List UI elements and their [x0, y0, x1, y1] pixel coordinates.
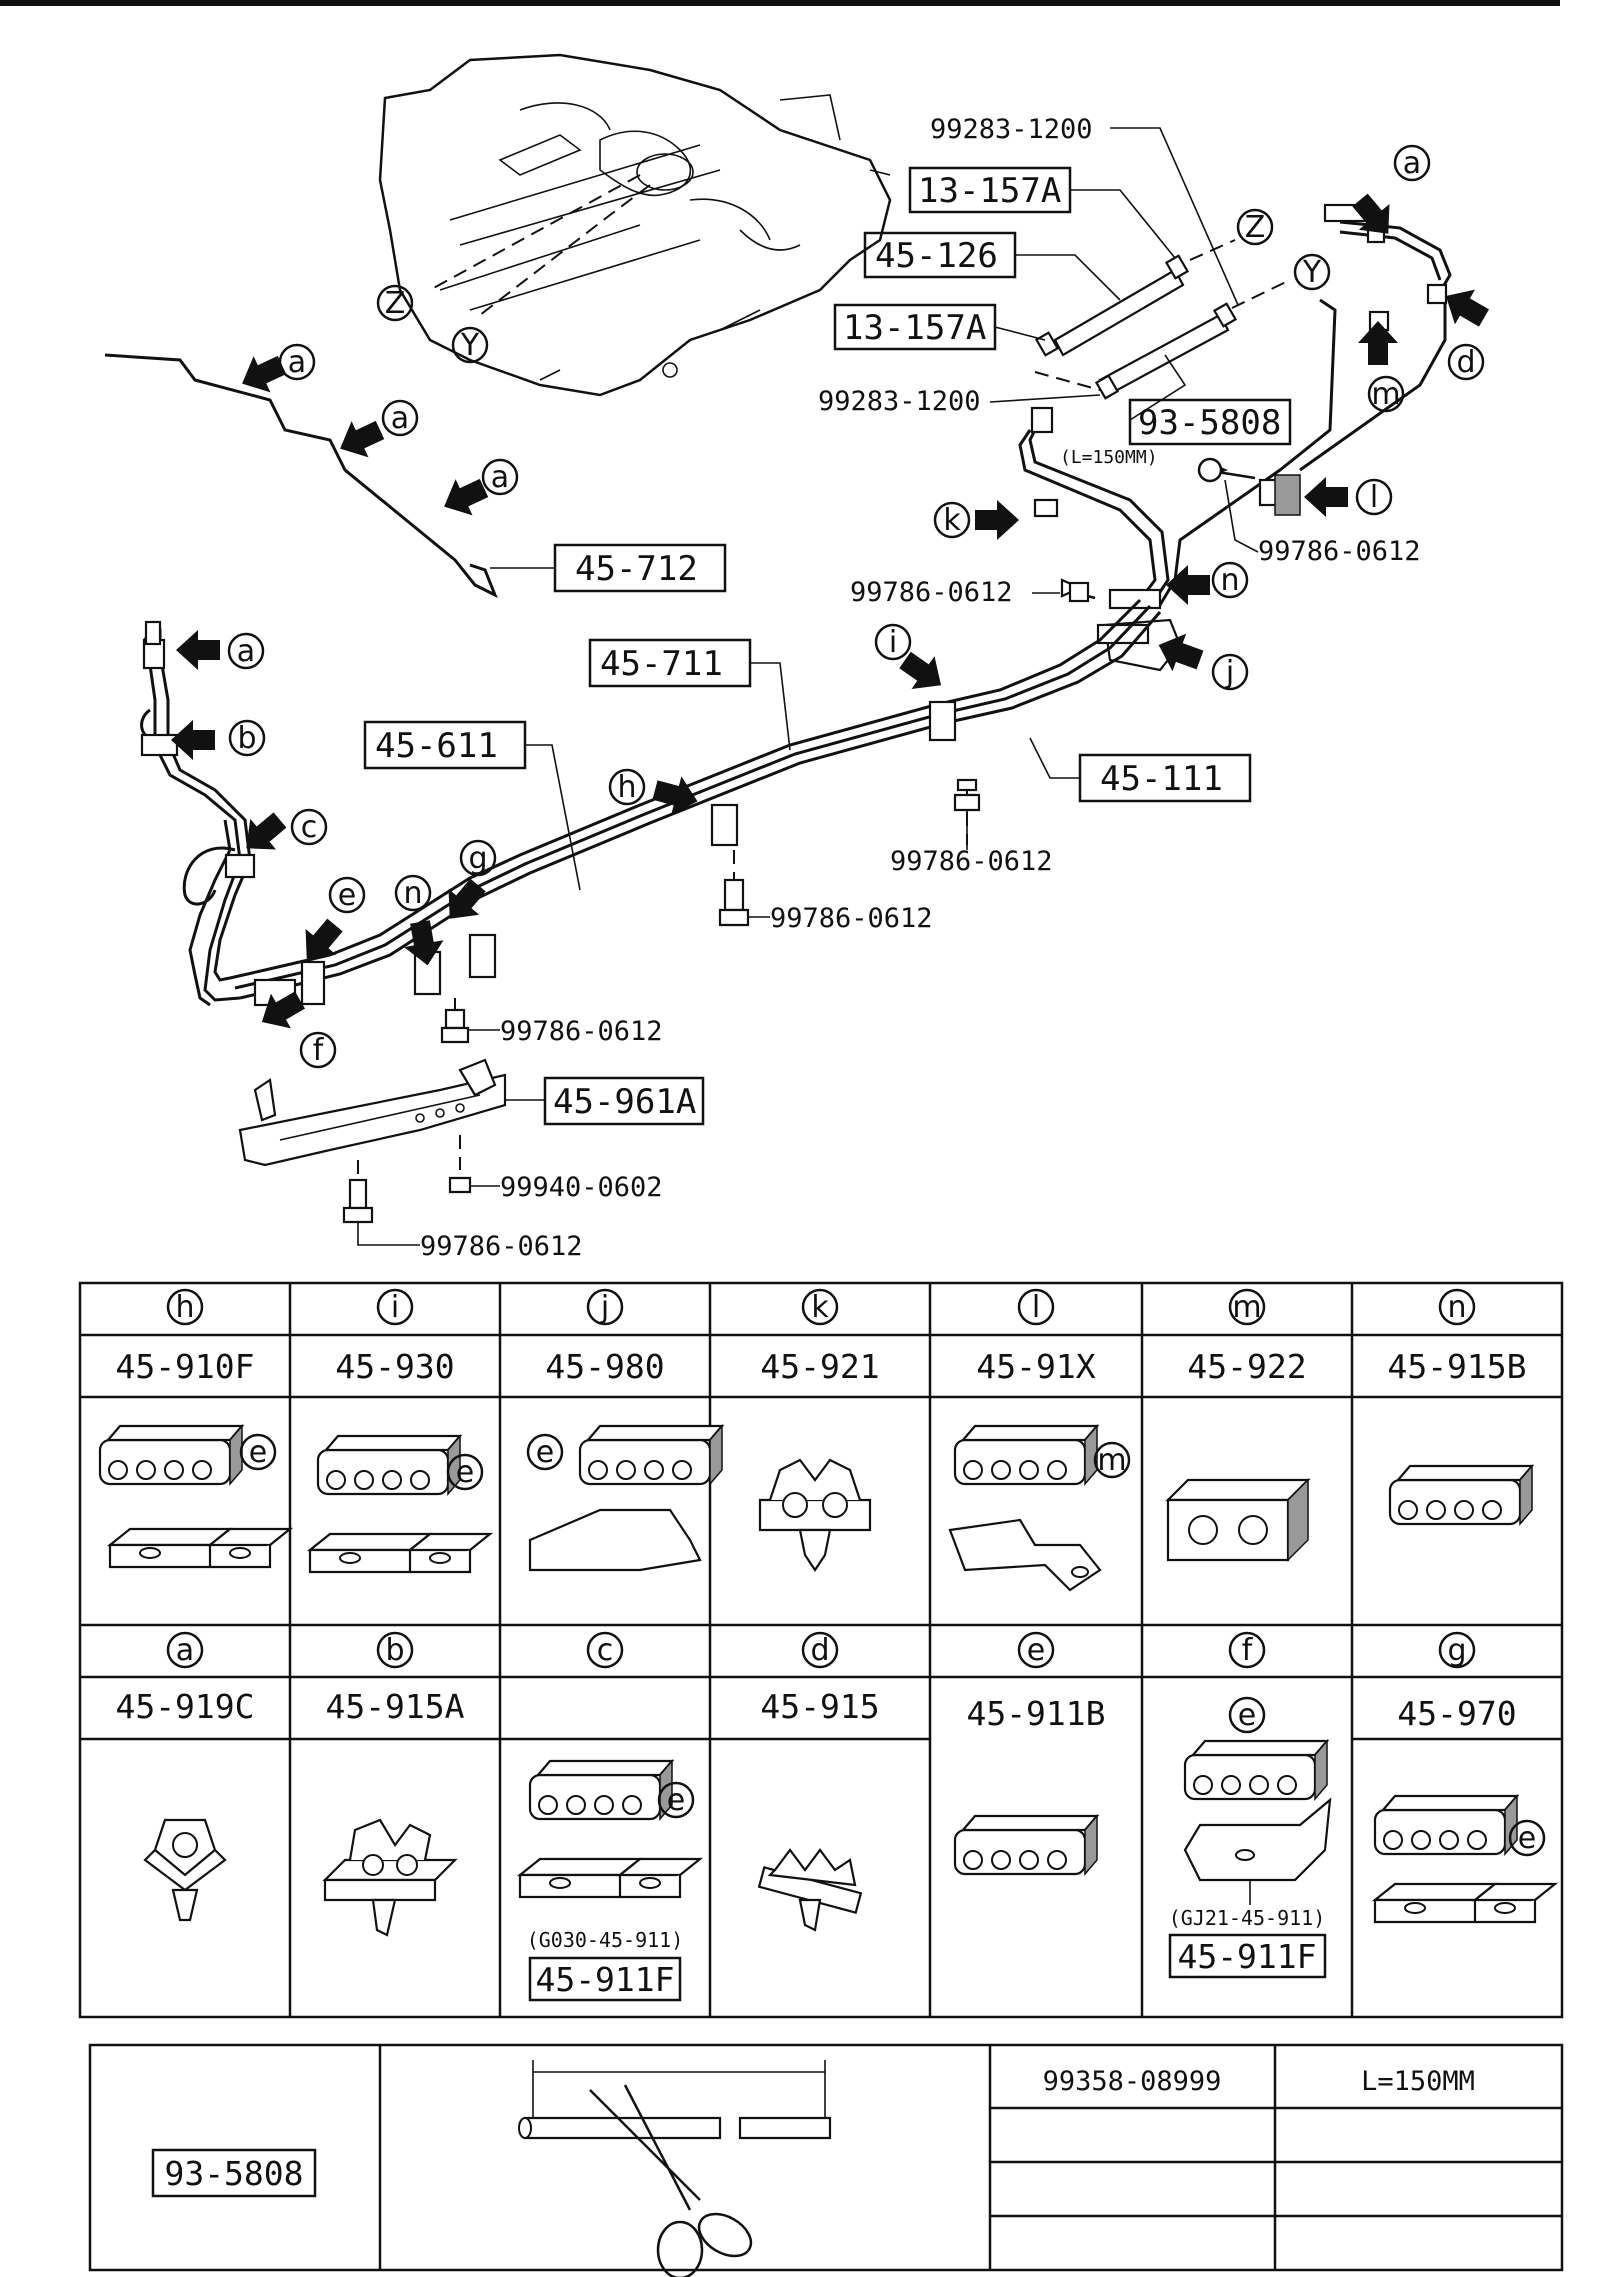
- part-number: 99786-0612: [500, 1016, 663, 1047]
- circle-letter: a: [176, 1633, 194, 1668]
- sub-letter: e: [536, 1435, 554, 1470]
- circle-letter: j: [600, 1290, 609, 1325]
- part-number: 99786-0612: [420, 1231, 583, 1262]
- circle-letter: Z: [1245, 210, 1266, 245]
- circle-letter: e: [1027, 1633, 1045, 1668]
- hose-table: [88, 2043, 1564, 2272]
- sub-letter: e: [667, 1783, 685, 1818]
- circle-letter: n: [1220, 563, 1239, 598]
- part-number: 99283-1200: [818, 386, 981, 417]
- sub-letter: e: [1518, 1821, 1536, 1856]
- part-number: 45-919C: [115, 1687, 254, 1726]
- circle-letter: e: [338, 878, 356, 913]
- part-number: 99283-1200: [930, 114, 1093, 145]
- part-number: 45-915B: [1387, 1347, 1526, 1386]
- circle-letter: n: [1447, 1290, 1466, 1325]
- circle-letter: i: [391, 1290, 399, 1325]
- sub-letter: m: [1097, 1443, 1126, 1478]
- part-number-boxed: 13-157A: [843, 308, 986, 348]
- clip-table: [78, 1281, 1564, 2019]
- circle-letter: m: [1232, 1290, 1261, 1325]
- circle-letter: a: [288, 345, 306, 380]
- hose-length: L=150MM: [1361, 2066, 1475, 2097]
- part-number: 99786-0612: [770, 903, 933, 934]
- hose-cutting-drawing: [518, 2060, 832, 2277]
- circle-letter: h: [617, 770, 636, 805]
- part-number: 45-921: [760, 1347, 879, 1386]
- circle-letter: c: [597, 1633, 614, 1668]
- hose-part-number: 93-5808: [164, 2154, 303, 2193]
- part-number: 45-91X: [976, 1347, 1095, 1386]
- part-number: 45-970: [1397, 1694, 1516, 1733]
- part-number: 99786-0612: [850, 577, 1013, 608]
- part-number-boxed: 45-911F: [535, 1960, 674, 1999]
- part-number-boxed: 45-711: [600, 644, 723, 684]
- length-note: (L=150MM): [1060, 447, 1158, 468]
- part-number-boxed: 45-712: [575, 549, 698, 589]
- circle-letter: l: [1032, 1290, 1040, 1325]
- part-number: 99786-0612: [1258, 536, 1421, 567]
- circle-letter: f: [1242, 1633, 1254, 1668]
- part-number: 45-915A: [325, 1687, 464, 1726]
- circle-letter: d: [810, 1633, 829, 1668]
- part-number-boxed: 45-961A: [553, 1082, 696, 1122]
- circle-letter: f: [313, 1033, 325, 1068]
- hose-assembly: [1034, 254, 1238, 400]
- circle-letter: b: [385, 1633, 404, 1668]
- part-number-boxed: 45-111: [1100, 759, 1223, 799]
- part-number-boxed: 45-911F: [1177, 1937, 1316, 1976]
- bracket-45-961a: [238, 1058, 507, 1167]
- circle-letter: c: [301, 810, 318, 845]
- circle-letter: a: [1403, 146, 1421, 181]
- sub-letter: e: [249, 1435, 267, 1470]
- part-number-boxed: 13-157A: [918, 171, 1061, 211]
- part-number-boxed: 93-5808: [1138, 403, 1281, 443]
- circle-letter: d: [1456, 345, 1475, 380]
- clip-pictures-row-1: e e e m: [98, 1424, 1534, 1592]
- part-number: 45-980: [545, 1347, 664, 1386]
- circle-letter: b: [237, 721, 256, 756]
- circle-letter: k: [811, 1290, 829, 1325]
- circle-letter: k: [943, 503, 961, 538]
- part-number: 45-911B: [966, 1694, 1105, 1733]
- circle-letter: a: [391, 401, 409, 436]
- sub-letter: e: [1238, 1698, 1256, 1733]
- part-number-boxed: 45-611: [375, 726, 498, 766]
- circle-letter: a: [491, 460, 509, 495]
- part-number: 45-930: [335, 1347, 454, 1386]
- hose-code: 99358-08999: [1043, 2066, 1222, 2097]
- part-number: 45-910F: [115, 1347, 254, 1386]
- part-number-boxed: 45-126: [875, 236, 998, 276]
- circle-letter: j: [1225, 655, 1234, 690]
- clip-row-2: a 45-919C b 45-915A c d 45-915 e 45-911B…: [115, 1631, 1517, 1733]
- note: (G030-45-911): [527, 1928, 684, 1952]
- fuel-tank-drawing: [378, 53, 892, 397]
- part-number: 45-915: [760, 1687, 879, 1726]
- part-number: 99940-0602: [500, 1172, 663, 1203]
- circle-letter: a: [237, 634, 255, 669]
- circle-letter: m: [1371, 377, 1400, 412]
- circle-letter: h: [175, 1290, 194, 1325]
- circle-letter: Z: [385, 286, 406, 321]
- circle-letter: i: [889, 625, 897, 660]
- circle-letter: n: [403, 876, 422, 911]
- part-number: 99786-0612: [890, 846, 1053, 877]
- clip-row-1: h 45-910F i 45-930 j 45-980 k 45-921 l 4…: [115, 1288, 1527, 1386]
- circle-letter: l: [1370, 480, 1378, 515]
- clip-pictures-row-2: e (G030-45-911) 45-911F e (GJ21-45-911) …: [143, 1696, 1557, 2002]
- circle-letter: Y: [1302, 255, 1322, 290]
- note: (GJ21-45-911): [1169, 1906, 1326, 1930]
- part-number: 45-922: [1187, 1347, 1306, 1386]
- sub-letter: e: [456, 1455, 474, 1490]
- circle-letter: g: [468, 841, 487, 876]
- circle-letter: Y: [460, 328, 480, 363]
- circle-letter: g: [1447, 1633, 1466, 1668]
